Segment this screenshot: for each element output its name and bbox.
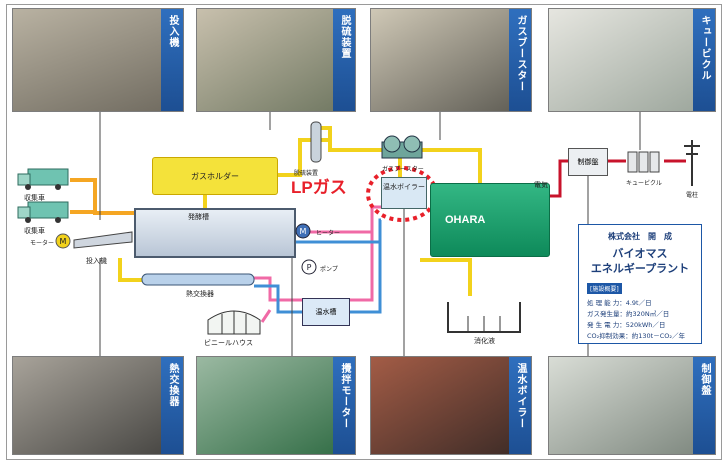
control-panel: 制御盤 — [568, 148, 608, 176]
cubicle-icon — [627, 151, 660, 173]
photo-hot-water-boiler: 温水ボイラー — [370, 356, 532, 455]
truck-label: 収集車 — [24, 194, 45, 202]
power-pole-label: 電柱 — [686, 192, 699, 199]
desulfurizer-icon — [310, 121, 322, 163]
plant-title-2: エネルギープラント — [590, 262, 690, 275]
hot-water-boiler: 温水ボイラー — [381, 177, 427, 209]
feeder-label: 投入機 — [86, 257, 107, 265]
svg-text:M: M — [60, 237, 67, 246]
truck-icon — [17, 168, 69, 190]
heat-exchanger-label: 熱交換器 — [186, 290, 214, 298]
facility-heading: [施設概要] — [587, 283, 622, 294]
hot-water-line — [254, 276, 302, 302]
booster-label: ガスブースター — [382, 166, 424, 173]
lp-gas-label: LPガス — [291, 178, 347, 197]
plant-title-1: バイオマス — [612, 247, 668, 260]
biogas-line-main — [276, 138, 482, 192]
heater-label: ヒーター — [316, 230, 341, 237]
company-name: 株式会社 開 成 — [608, 232, 672, 241]
photo-desulfurizer: 脱硫装置 — [196, 8, 356, 112]
truck-icon — [17, 201, 69, 223]
motor-label: モーター — [30, 240, 55, 247]
return-line — [254, 284, 302, 314]
feed-line — [70, 178, 134, 215]
hot-water-gh — [260, 309, 272, 323]
photo-cubicle: キュービクル — [548, 8, 716, 112]
photo-stirring-motor: 攪拌モーター — [196, 356, 356, 455]
fermenter-tank — [134, 208, 296, 258]
generator: OHARA — [430, 183, 550, 257]
facility-row: 処 理 能 力：4.9t／日 — [587, 299, 652, 307]
yellow-down — [420, 258, 472, 296]
photo-gas-booster: ガスブースター — [370, 8, 532, 112]
motor-icon: M — [55, 233, 71, 249]
fermenter-label: 発酵槽 — [188, 213, 209, 221]
feeder-icon — [73, 231, 133, 249]
facility-info-box: 株式会社 開 成 バイオマス エネルギープラント [施設概要] 処 理 能 力：… — [578, 224, 702, 344]
svg-text:M: M — [300, 227, 307, 236]
pump-icon: P — [301, 259, 317, 275]
power-pole-icon — [684, 140, 700, 186]
return-line-2 — [348, 218, 382, 314]
heat-exchanger-icon — [141, 273, 255, 286]
hot-water-line-2 — [348, 205, 381, 302]
truck-label: 収集車 — [24, 227, 45, 235]
facility-row: CO₂抑制効果：約130t－CO₂／年 — [587, 332, 685, 340]
svg-text:P: P — [307, 263, 312, 272]
facility-row: 発 生 電 力：520kWh／日 — [587, 321, 666, 329]
pump-label: ポンプ — [320, 266, 338, 273]
greenhouse-label: ビニールハウス — [204, 339, 253, 347]
facility-row: ガス発生量：約320N㎥／日 — [587, 310, 670, 318]
photo-heat-exchanger: 熱交換器 — [12, 356, 184, 455]
digestate-label: 消化液 — [474, 337, 495, 345]
heater-motor-icon: M — [295, 223, 311, 239]
warm-water-tank: 温水槽 — [302, 298, 350, 326]
booster-icon — [381, 135, 423, 159]
photo-feeder: 投入機 — [12, 8, 184, 112]
gas-holder: ガスホルダー — [152, 157, 278, 195]
photo-control-panel: 制御盤 — [548, 356, 716, 455]
greenhouse-icon — [207, 310, 261, 335]
desulfurizer-label: 脱硫装置 — [294, 170, 319, 177]
electricity-label: 電気 — [534, 181, 548, 189]
power-line — [548, 159, 626, 198]
cubicle-label: キュービクル — [626, 180, 662, 187]
